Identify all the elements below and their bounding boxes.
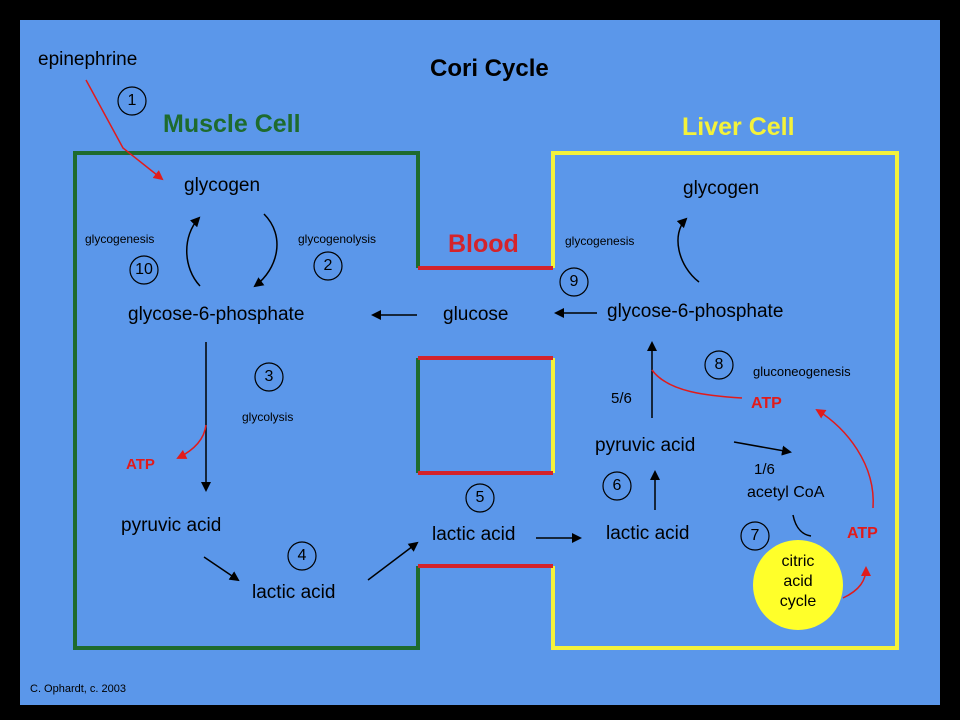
acetyl-to-citric-curve [792, 514, 812, 537]
step-5-circle [465, 483, 495, 513]
step-4-number: 4 [297, 547, 307, 564]
muscle-glycogenesis-label: glycogenesis [85, 232, 155, 246]
muscle-cell-label: Muscle Cell [163, 110, 301, 138]
step-2-number: 2 [323, 257, 333, 274]
step-1-circle [117, 86, 147, 116]
step-8-circle [704, 350, 734, 380]
liver-g6p-label: glycose-6-phosphate [607, 301, 784, 322]
step-10-circle [129, 255, 159, 285]
step-9-number: 9 [569, 273, 579, 290]
step-10-number: 10 [135, 261, 153, 278]
step-6-circle [602, 471, 632, 501]
gluconeogenesis-label: gluconeogenesis [753, 364, 851, 379]
liver-lactic-acid-label: lactic acid [606, 523, 690, 544]
arrow-pyruvic-to-lactic [203, 556, 240, 582]
diagram-graphics [73, 79, 899, 650]
citric-line-2: acid [783, 573, 813, 590]
step-2-circle [313, 251, 343, 281]
citric-acid-cycle-circle [753, 540, 843, 630]
glycolysis-label: glycolysis [242, 410, 294, 424]
citric-line-1: citric [781, 553, 815, 570]
liver-glycogenesis-label: glycogenesis [565, 234, 635, 248]
diagram-title: Cori Cycle [430, 55, 549, 82]
step-7-number: 7 [750, 527, 760, 544]
step-8-number: 8 [714, 356, 724, 373]
step-5-number: 5 [475, 489, 485, 506]
blood-glucose-label: glucose [443, 304, 509, 325]
glycogenolysis-label: glycogenolysis [298, 232, 377, 246]
arrow-lactic-to-blood [367, 541, 419, 581]
diagram-panel: Cori Cycle Muscle Cell Liver Cell Blood … [20, 20, 940, 705]
glycogenesis-arc [186, 216, 201, 287]
muscle-pyruvic-acid-label: pyruvic acid [121, 515, 222, 536]
step-4-circle [287, 541, 317, 571]
step-3-circle [254, 362, 284, 392]
atp-red-curve [176, 424, 207, 459]
muscle-lactic-acid-label: lactic acid [252, 582, 336, 603]
liver-pyruvic-acid-label: pyruvic acid [595, 435, 696, 456]
liver-cell-border [551, 151, 899, 650]
fraction-1-6-label: 1/6 [754, 461, 775, 478]
step-1-number: 1 [127, 92, 137, 109]
blood-lactic-acid-label: lactic acid [432, 524, 516, 545]
citric-atp-curve-a [842, 566, 871, 599]
gluconeogenesis-curve [651, 369, 743, 399]
muscle-glycogen-label: glycogen [184, 175, 261, 196]
liver-atp-label-2: ATP [847, 525, 878, 542]
blood-label: Blood [448, 230, 519, 258]
citric-line-3: cycle [779, 593, 817, 610]
arrow-pyruvic-to-acetyl [733, 441, 792, 456]
muscle-g6p-label: glycose-6-phosphate [128, 304, 305, 325]
liver-atp-label-1: ATP [751, 395, 782, 412]
liver-glycogenesis-arc [676, 217, 700, 283]
muscle-atp-label: ATP [126, 456, 155, 473]
citric-acid-cycle-label: citric acid cycle [764, 552, 832, 612]
step-6-number: 6 [612, 477, 622, 494]
step-9-circle [559, 267, 589, 297]
step-3-number: 3 [264, 368, 274, 385]
epinephrine-label: epinephrine [38, 49, 138, 70]
credit-text: C. Ophardt, c. 2003 [30, 683, 126, 695]
acetyl-coa-label: acetyl CoA [747, 484, 825, 501]
glycogenolysis-arc [253, 213, 278, 288]
step-7-circle [740, 521, 770, 551]
muscle-cell-border [73, 151, 420, 650]
fraction-5-6-label: 5/6 [611, 390, 632, 407]
liver-glycogen-label: glycogen [683, 178, 760, 199]
liver-cell-label: Liver Cell [682, 113, 795, 141]
epinephrine-arrow [85, 79, 164, 181]
citric-atp-curve-b [815, 408, 874, 509]
